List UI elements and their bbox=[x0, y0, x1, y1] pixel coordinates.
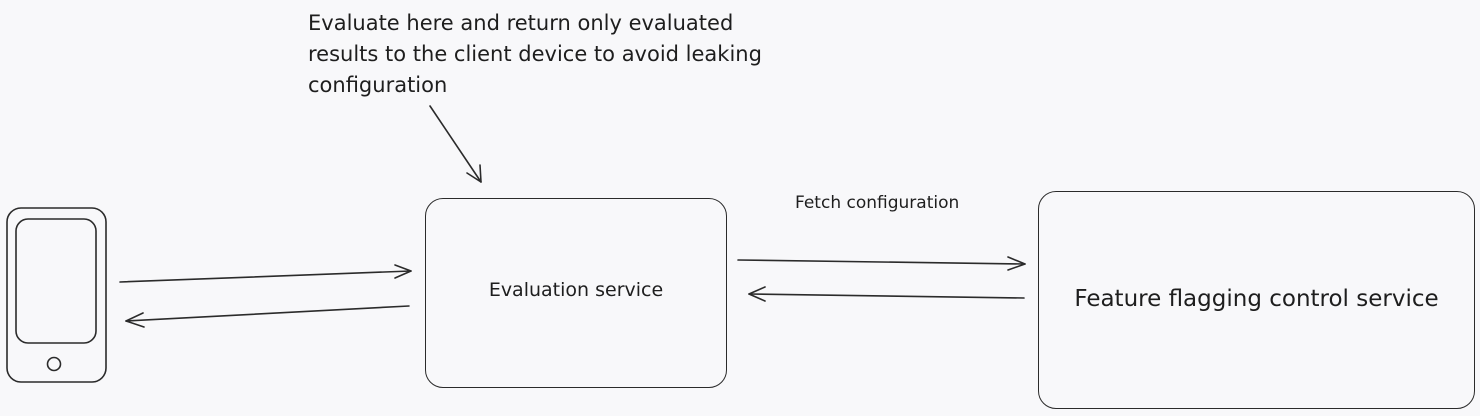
control-service-label: Feature flagging control service bbox=[1074, 286, 1439, 312]
evaluation-service-node: Evaluation service bbox=[425, 198, 727, 388]
note-line: results to the client device to avoid le… bbox=[308, 42, 762, 66]
control-service-node: Feature flagging control service bbox=[1038, 191, 1475, 409]
annotation-note: Evaluate here and return only evaluated … bbox=[308, 8, 762, 101]
arrow-control-to-eval bbox=[748, 286, 1025, 302]
evaluation-service-label: Evaluation service bbox=[488, 279, 664, 301]
arrow-eval-to-control bbox=[737, 256, 1026, 271]
arrow-note-to-eval bbox=[429, 105, 482, 183]
arrow-client-to-eval bbox=[119, 264, 412, 283]
fetch-configuration-label: Fetch configuration bbox=[795, 193, 960, 213]
note-line: configuration bbox=[308, 73, 448, 97]
phone-icon bbox=[6, 207, 107, 383]
arrow-eval-to-client bbox=[125, 305, 410, 328]
note-line: Evaluate here and return only evaluated bbox=[308, 11, 734, 35]
